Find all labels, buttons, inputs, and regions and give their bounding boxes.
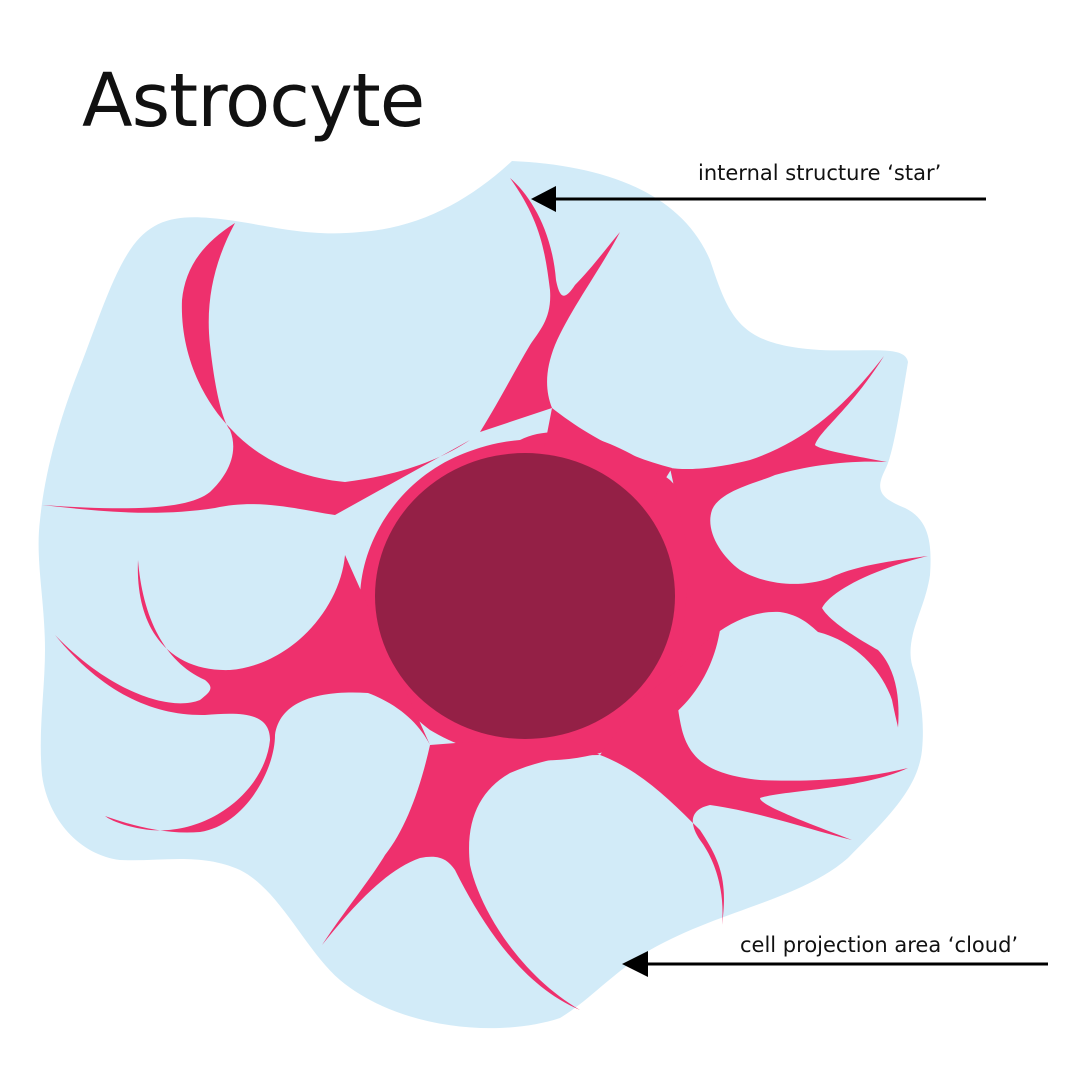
star-arrow	[531, 186, 986, 212]
cloud-arrow	[622, 951, 1048, 977]
diagram-title: Astrocyte	[82, 58, 425, 144]
cloud-label: cell projection area ‘cloud’	[740, 933, 1019, 957]
star-label: internal structure ‘star’	[698, 161, 942, 185]
nucleus	[375, 453, 675, 739]
